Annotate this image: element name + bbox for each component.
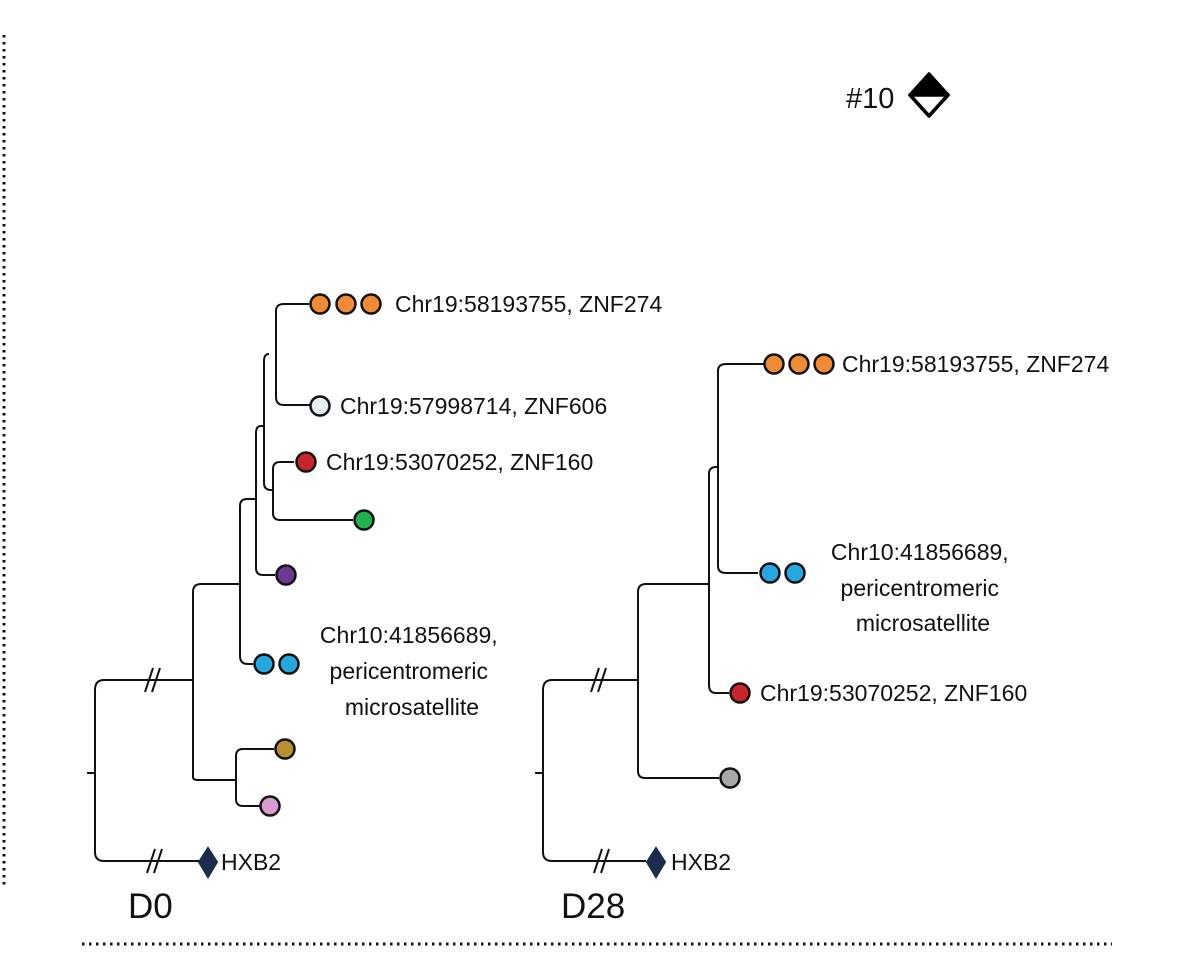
- d0-red-marker: [295, 451, 317, 473]
- d28-leaf-label-red: Chr19:53070252, ZNF160: [760, 680, 1027, 706]
- d0-hxb2-label: HXB2: [221, 849, 281, 875]
- d28-gray-marker: [719, 767, 741, 789]
- tree-d28: [535, 363, 764, 862]
- d0-hxb2-diamond-icon: [197, 846, 219, 879]
- d28-hxb2-label: HXB2: [671, 849, 731, 875]
- d28-leaf-markers: [645, 353, 835, 879]
- d0-pink-marker: [259, 795, 281, 817]
- half-filled-diamond-icon: [908, 72, 950, 118]
- d28-orange-marker-2: [788, 353, 810, 375]
- d0-purple-marker: [275, 564, 297, 586]
- d28-break-marks: [590, 667, 610, 874]
- d28-leaf-label-blue: Chr10:41856689, pericentromeric microsat…: [831, 539, 1015, 636]
- d28-orange-blue-vert: [717, 363, 758, 574]
- d28-timepoint-label: D28: [561, 887, 625, 926]
- d0-orange-marker-3: [360, 293, 382, 315]
- d28-root-branch: [542, 679, 553, 862]
- d0-orange-marker-1: [309, 293, 331, 315]
- d0-timepoint-label: D0: [128, 887, 173, 926]
- d0-leaf-label-red: Chr19:53070252, ZNF160: [326, 449, 593, 475]
- d0-leaf-label-blue: Chr10:41856689, pericentromeric microsat…: [320, 622, 504, 720]
- d0-red-green-vert: [272, 461, 281, 521]
- d28-main-clade-vert: [637, 583, 719, 779]
- d0-break-marks: [144, 667, 163, 874]
- d0-upper-clade-vert: [239, 498, 253, 665]
- d0-pale-marker: [309, 395, 331, 417]
- patient-header: #10: [846, 72, 950, 118]
- d28-leaf-label-orange: Chr19:58193755, ZNF274: [842, 351, 1109, 377]
- d28-hxb2-diamond-icon: [645, 846, 667, 879]
- tree-d0: [87, 303, 353, 862]
- d0-upper-clade-link: [192, 583, 240, 680]
- d0-orange-marker-2: [335, 293, 357, 315]
- d0-gold-marker: [274, 738, 296, 760]
- d0-main-clade-vert: [192, 680, 236, 781]
- d0-leaf-label-orange: Chr19:58193755, ZNF274: [395, 291, 662, 317]
- d28-red-marker: [729, 682, 751, 704]
- d28-upper-vert: [708, 466, 729, 694]
- d0-znf-vert: [263, 353, 273, 491]
- d28-blue-marker-1: [759, 562, 781, 584]
- d0-root-branch: [94, 679, 105, 862]
- d0-gold-pink-vert: [235, 748, 244, 807]
- d28-orange-marker-1: [763, 353, 785, 375]
- d0-purple-vert: [255, 425, 275, 576]
- d28-blue-marker-2: [784, 562, 806, 584]
- patient-label: #10: [846, 83, 894, 115]
- d0-leaf-label-pale: Chr19:57998714, ZNF606: [340, 393, 607, 419]
- d0-leaf-markers: [197, 293, 382, 879]
- d0-top-vert: [275, 303, 285, 406]
- d0-blue-marker-1: [253, 653, 275, 675]
- d0-blue-marker-2: [278, 653, 300, 675]
- d28-orange-marker-3: [813, 353, 835, 375]
- d0-green-marker: [353, 509, 375, 531]
